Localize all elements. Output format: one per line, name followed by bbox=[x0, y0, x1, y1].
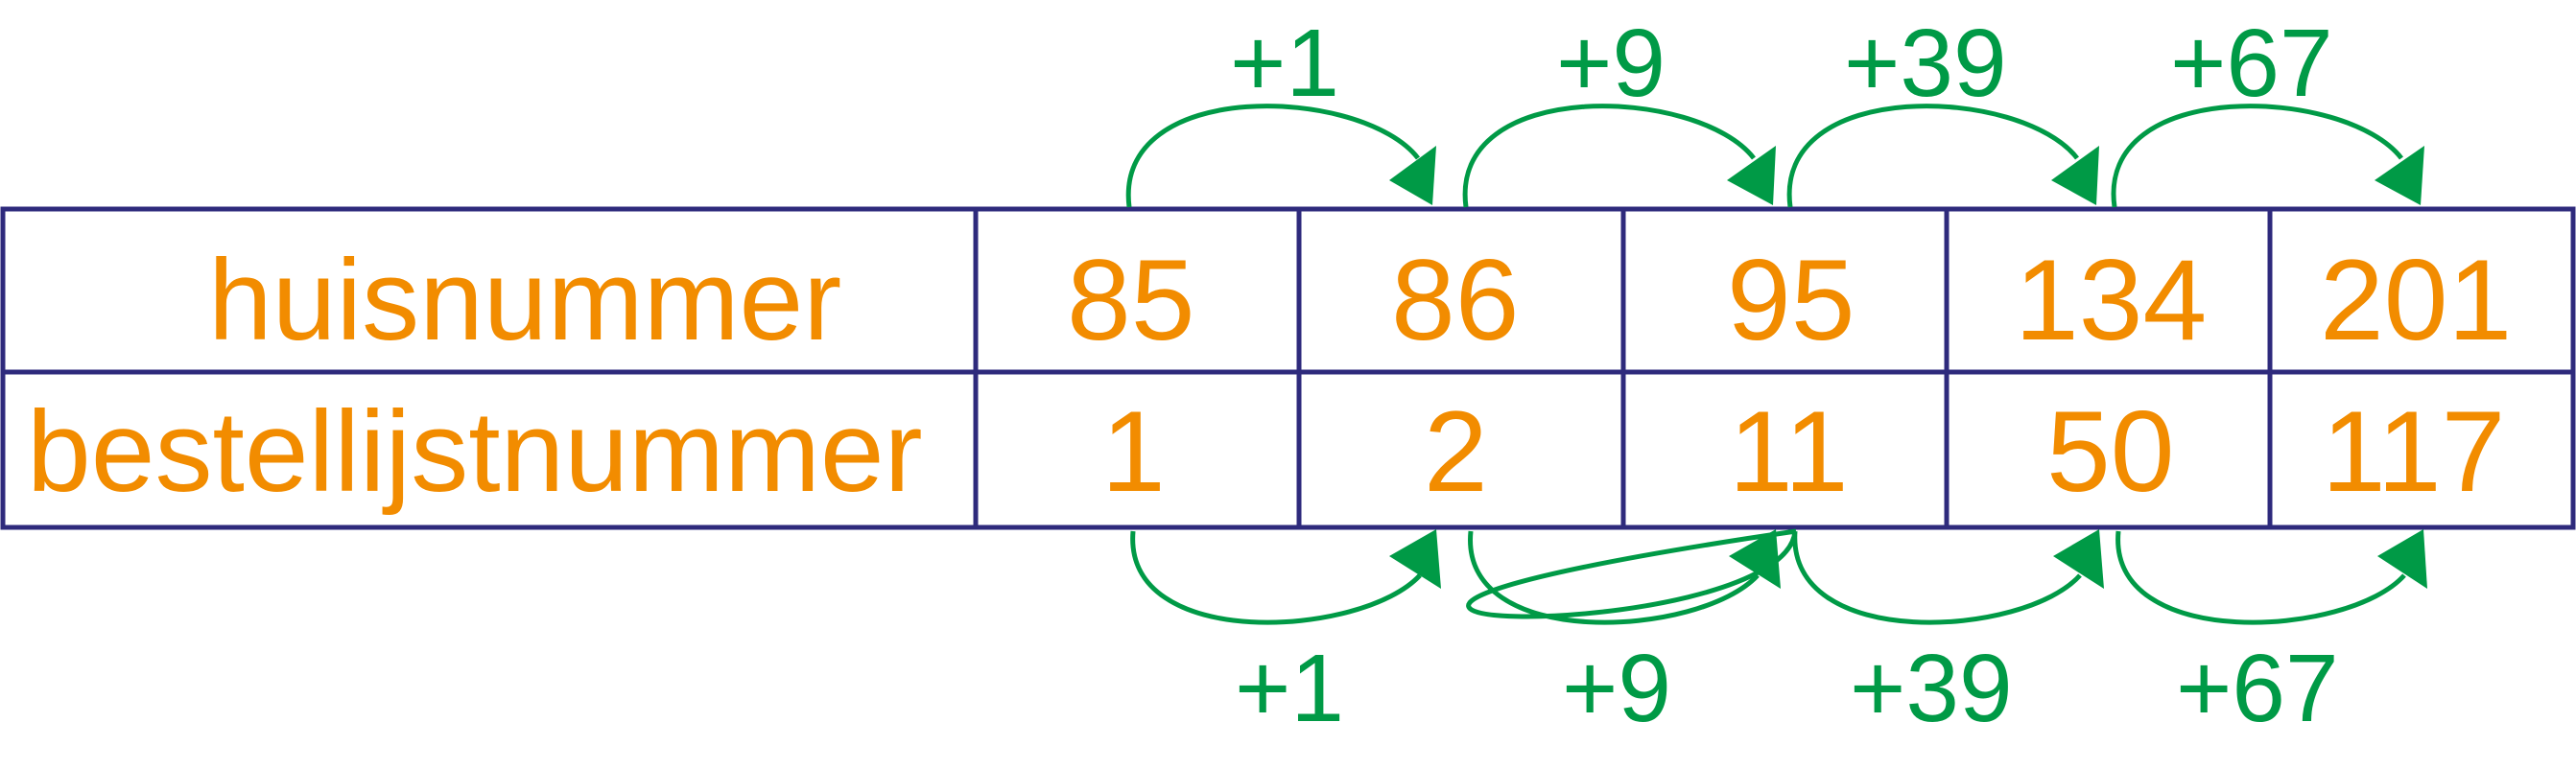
jump-arc bbox=[2115, 530, 2406, 625]
row-bestellijstnummer: bestellijstnummer 1 2 11 50 117 bbox=[27, 387, 2505, 516]
jump-arc bbox=[1462, 104, 1756, 208]
jump-arc bbox=[2111, 104, 2403, 208]
cell-bestellijstnummer: 2 bbox=[1424, 387, 1488, 516]
arrow-head bbox=[1729, 529, 1781, 589]
jump-arc bbox=[1468, 530, 1760, 625]
jump-label-top: +9 bbox=[1556, 10, 1666, 117]
jump-label-bottom: +67 bbox=[2176, 635, 2339, 742]
arrow-head bbox=[1389, 529, 1441, 589]
row-huisnummer: huisnummer 85 86 95 134 201 bbox=[208, 236, 2512, 364]
cell-bestellijstnummer: 11 bbox=[1729, 387, 1849, 516]
table-grid bbox=[0, 206, 2576, 530]
bottom-jump-labels: +1 +9 +39 +67 bbox=[1235, 635, 2339, 742]
top-jump-labels: +1 +9 +39 +67 bbox=[1230, 10, 2333, 117]
cell-huisnummer: 201 bbox=[2320, 236, 2512, 364]
jump-arc bbox=[1786, 104, 2079, 208]
jump-label-bottom: +39 bbox=[1850, 635, 2013, 742]
arrow-head bbox=[1389, 146, 1436, 205]
arrow-head bbox=[2375, 146, 2424, 205]
arrow-head bbox=[2051, 146, 2099, 205]
cell-huisnummer: 85 bbox=[1067, 236, 1194, 364]
jump-label-bottom: +9 bbox=[1562, 635, 1671, 742]
cell-bestellijstnummer: 1 bbox=[1101, 387, 1166, 516]
cell-huisnummer: 95 bbox=[1727, 236, 1855, 364]
top-jump-arrows bbox=[1125, 104, 2424, 208]
jump-label-bottom: +1 bbox=[1235, 635, 1344, 742]
cell-huisnummer: 86 bbox=[1391, 236, 1519, 364]
table-border bbox=[0, 206, 2576, 530]
jump-arc bbox=[1130, 530, 1422, 625]
row-label-huisnummer: huisnummer bbox=[208, 236, 841, 364]
jump-label-top: +67 bbox=[2170, 10, 2333, 117]
cell-bestellijstnummer: 117 bbox=[2322, 387, 2505, 516]
arrow-head bbox=[2053, 529, 2104, 589]
row-label-bestellijstnummer: bestellijstnummer bbox=[27, 387, 923, 516]
jump-arc bbox=[1466, 528, 2082, 625]
cell-bestellijstnummer: 50 bbox=[2046, 387, 2174, 516]
jump-label-top: +1 bbox=[1230, 10, 1339, 117]
jump-arc bbox=[1125, 104, 1420, 208]
arrow-head bbox=[1727, 146, 1776, 205]
arrow-head bbox=[2377, 529, 2427, 589]
bottom-jump-arrows bbox=[1130, 528, 2427, 625]
cell-huisnummer: 134 bbox=[2015, 236, 2207, 364]
jump-label-top: +39 bbox=[1844, 10, 2007, 117]
